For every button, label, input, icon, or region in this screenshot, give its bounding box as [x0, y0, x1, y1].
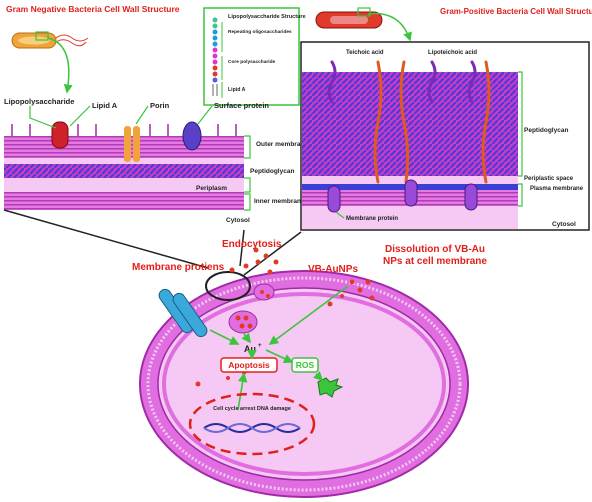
- inner-membrane-label: Inner membrane: [254, 198, 305, 205]
- bacterium-icon: [11, 31, 89, 49]
- ros-label: ROS: [296, 360, 315, 370]
- outer-membrane-label: Outer membrane: [256, 141, 308, 148]
- apoptosis-label: Apoptosis: [228, 360, 270, 370]
- gp-membrane-proteins: [327, 179, 478, 213]
- gram-negative-leaders: [29, 105, 251, 211]
- lipid-a-shape: [51, 121, 69, 149]
- lps-chain: [212, 17, 218, 96]
- dna-damage-region: [188, 392, 316, 456]
- periplasm-label: Periplasm: [196, 185, 227, 192]
- teichoic-acid-chains: [327, 60, 491, 184]
- dissolution-label-box: Dissolution of VB-Au NPs at cell membran…: [383, 244, 487, 267]
- lps-inset: Lipopolysaccharide Structure Repeating o…: [203, 7, 306, 106]
- cell-diagram: Endocytosis Membrane protiens VB-AuNPs D…: [132, 239, 487, 498]
- lipid-a-label: Lipid A: [92, 101, 118, 110]
- cell-interior: [157, 287, 451, 481]
- gp-cytosol-label: Cytosol: [552, 221, 576, 228]
- gram-positive-panel: Gram-Positive Bacteria Cell Wall Structu…: [300, 7, 592, 231]
- membrane-protein-channels: [158, 288, 208, 338]
- porin-label: Porin: [150, 101, 170, 110]
- gram-negative-title: Gram Negative Bacteria Cell Wall Structu…: [6, 4, 180, 14]
- zoom-circle: [205, 271, 251, 301]
- ros-box: [291, 357, 319, 373]
- lipopolysaccharide-label: Lipopolysaccharide: [4, 97, 74, 106]
- endocytosis-label: Endocytosis: [222, 239, 282, 250]
- lps-lipid-a-label: Lipid A: [228, 87, 246, 93]
- dissolution-label: Dissolution of VB-Au NPs at cell membran…: [383, 244, 487, 267]
- gn-cytosol-label: Cytosol: [226, 217, 250, 224]
- lps-structure-label: Lipopolysaccharide Structure: [228, 14, 306, 20]
- gn-peptidoglycan-label: Peptidoglycan: [250, 168, 294, 175]
- gp-peptidoglycan-label: Peptidoglycan: [524, 127, 568, 134]
- pathway-arrows: [209, 285, 349, 411]
- plasma-membrane-label: Plasma membrane: [530, 186, 584, 192]
- porin-shape: [124, 126, 140, 162]
- dna-helix: [203, 423, 301, 433]
- cell-cycle-label: Cell cycle arrest DNA damage: [213, 406, 291, 412]
- gp-bacterium-icon: [315, 7, 383, 29]
- surface-protein-shape: [182, 121, 202, 151]
- ros-burst: [317, 377, 344, 398]
- zoom-lines: [3, 209, 302, 276]
- lps-spikes: [11, 124, 237, 136]
- teichoic-label: Teichoic acid: [346, 50, 384, 56]
- lipoteichoic-label: Lipoteichoic acid: [428, 50, 477, 56]
- lps-repeating-label: Repeating oligosaccharides: [228, 29, 292, 35]
- membrane-protein-label: Membrane protein: [346, 216, 398, 222]
- au-label: Au: [244, 344, 256, 354]
- gram-negative-membrane: [4, 121, 244, 210]
- surface-protein-label: Surface protein: [214, 101, 269, 110]
- zoom-arrow: [47, 37, 73, 94]
- periplastic-label: Periplastic space: [524, 176, 574, 182]
- vesicle: [228, 310, 258, 334]
- membrane-proteins-label: Membrane protiens: [132, 262, 225, 273]
- vb-aunps-label: VB-AuNPs: [308, 264, 358, 275]
- lps-core-label: Core polysaccharide: [228, 59, 276, 65]
- gram-positive-title: Gram-Positive Bacteria Cell Wall Structu…: [440, 7, 592, 16]
- au-superscript: +: [258, 343, 262, 349]
- gram-negative-panel: Gram Negative Bacteria Cell Wall Structu…: [4, 4, 308, 224]
- gp-zoom-arrow: [367, 12, 412, 42]
- gp-cytosol-area: [302, 206, 518, 229]
- gram-positive-leaders: [335, 71, 523, 219]
